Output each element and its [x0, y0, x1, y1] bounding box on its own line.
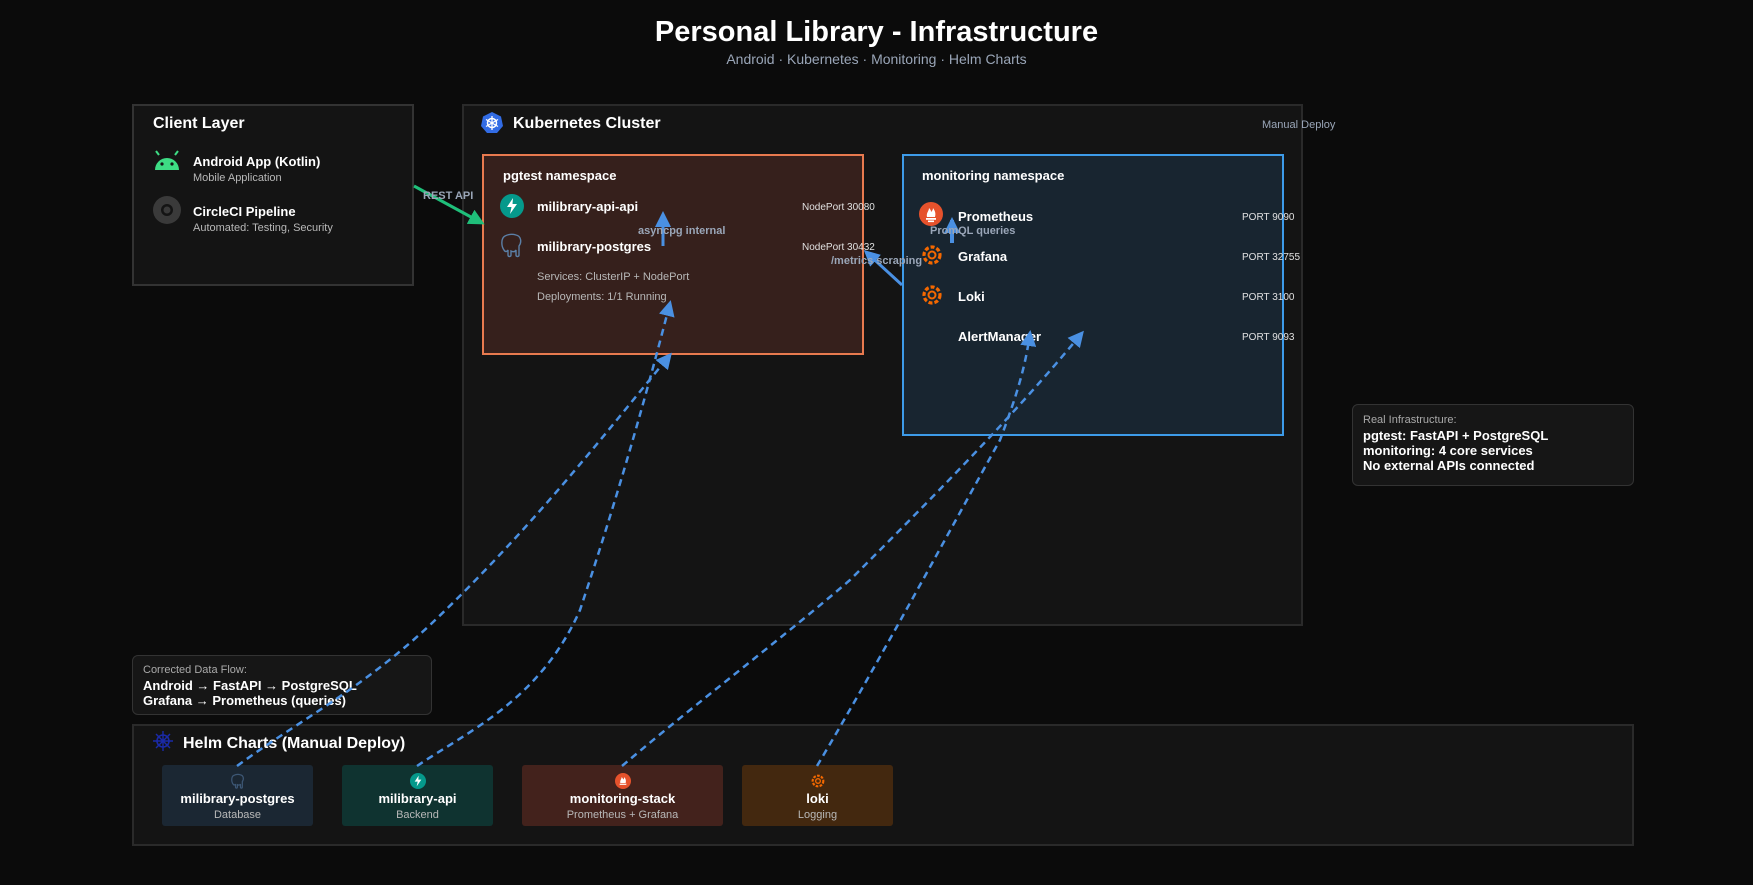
fastapi-icon	[500, 194, 524, 223]
rest-api-edge	[413, 184, 485, 225]
note-title: Real Infrastructure:	[1363, 414, 1457, 426]
page-subtitle: Android · Kubernetes · Monitoring · Helm…	[726, 51, 1027, 67]
client-item-sub: Automated: Testing, Security	[193, 222, 333, 234]
pgtest-namespace-panel	[482, 154, 864, 355]
android-icon	[152, 150, 182, 177]
helm-chart-name: milibrary-postgres	[180, 791, 295, 806]
monitoring-service-port: PORT 32755	[1242, 252, 1301, 263]
grafana-icon	[920, 243, 944, 272]
helm-deploy-edges	[236, 300, 1084, 768]
kubernetes-icon	[480, 111, 504, 140]
postgres-icon	[499, 232, 525, 263]
monitoring-service-name: AlertManager	[958, 329, 1042, 344]
client-item-name: CircleCI Pipeline	[193, 204, 296, 219]
kubernetes-cluster-title: Kubernetes Cluster	[513, 115, 661, 132]
asyncpg-label: asyncpg internal	[638, 225, 726, 237]
helm-chart-milibrary-postgres[interactable]: milibrary-postgres Database	[162, 765, 313, 826]
service-port: NodePort 30432	[802, 242, 875, 253]
monitoring-service-port: PORT 9090	[1242, 212, 1295, 223]
monitoring-service-port: PORT 9093	[1242, 332, 1295, 343]
corrected-data-flow-note	[132, 655, 432, 715]
monitoring-service-name: Grafana	[958, 249, 1008, 264]
pgtest-deployments: Deployments: 1/1 Running	[537, 291, 667, 303]
helm-icon	[152, 730, 174, 757]
helm-chart-name: milibrary-api	[378, 791, 457, 806]
helm-chart-name: monitoring-stack	[569, 791, 676, 806]
helm-chart-sub: Logging	[797, 809, 838, 821]
client-item-name: Android App (Kotlin)	[193, 154, 321, 169]
helm-chart-sub: Database	[213, 809, 262, 821]
grafana-icon	[810, 773, 826, 789]
pgtest-namespace-title: pgtest namespace	[503, 168, 617, 183]
client-item-sub: Mobile Application	[193, 172, 282, 184]
helm-chart-loki[interactable]: loki Logging	[742, 765, 893, 826]
monitoring-service-name: Prometheus	[958, 209, 1034, 224]
metrics-scraping-label: /metrics scraping	[831, 255, 923, 267]
note-line: Android → FastAPI → PostgreSQL	[143, 678, 357, 693]
helm-chart-sub: Backend	[396, 809, 439, 821]
real-infrastructure-note	[1352, 404, 1634, 486]
client-layer-panel	[132, 104, 414, 286]
postgres-icon	[230, 773, 246, 789]
page-title: Personal Library - Infrastructure	[654, 16, 1099, 48]
client-layer-title: Client Layer	[153, 115, 245, 132]
helm-chart-sub: Prometheus + Grafana	[566, 809, 679, 821]
helm-chart-milibrary-api[interactable]: milibrary-api Backend	[342, 765, 493, 826]
helm-charts-title: Helm Charts (Manual Deploy)	[183, 735, 406, 752]
prometheus-icon	[919, 202, 943, 231]
helm-chart-name: loki	[806, 791, 829, 806]
prometheus-icon	[614, 773, 631, 789]
note-line: No external APIs connected	[1363, 458, 1535, 473]
service-name: milibrary-postgres	[537, 239, 652, 254]
monitoring-namespace-panel	[902, 154, 1284, 436]
note-line: pgtest: FastAPI + PostgreSQL	[1363, 428, 1549, 443]
monitoring-service-name: Loki	[958, 289, 985, 304]
monitoring-service-port: PORT 3100	[1242, 292, 1295, 303]
circleci-icon	[151, 194, 183, 231]
service-name: milibrary-api-api	[537, 199, 639, 214]
manual-deploy-label: Manual Deploy	[1262, 119, 1336, 131]
rest-api-label: REST API	[423, 190, 474, 202]
monitoring-namespace-title: monitoring namespace	[922, 168, 1065, 183]
pgtest-services: Services: ClusterIP + NodePort	[537, 271, 690, 283]
service-port: NodePort 30080	[802, 202, 875, 213]
note-line: monitoring: 4 core services	[1363, 443, 1533, 458]
helm-chart-monitoring-stack[interactable]: monitoring-stack Prometheus + Grafana	[522, 765, 723, 826]
note-title: Corrected Data Flow:	[143, 664, 247, 676]
note-line: Grafana → Prometheus (queries)	[143, 693, 346, 708]
promql-label: PromQL queries	[930, 225, 1016, 237]
loki-icon	[920, 283, 944, 312]
fastapi-icon	[409, 773, 426, 789]
metrics-scraping-edge	[863, 249, 904, 287]
